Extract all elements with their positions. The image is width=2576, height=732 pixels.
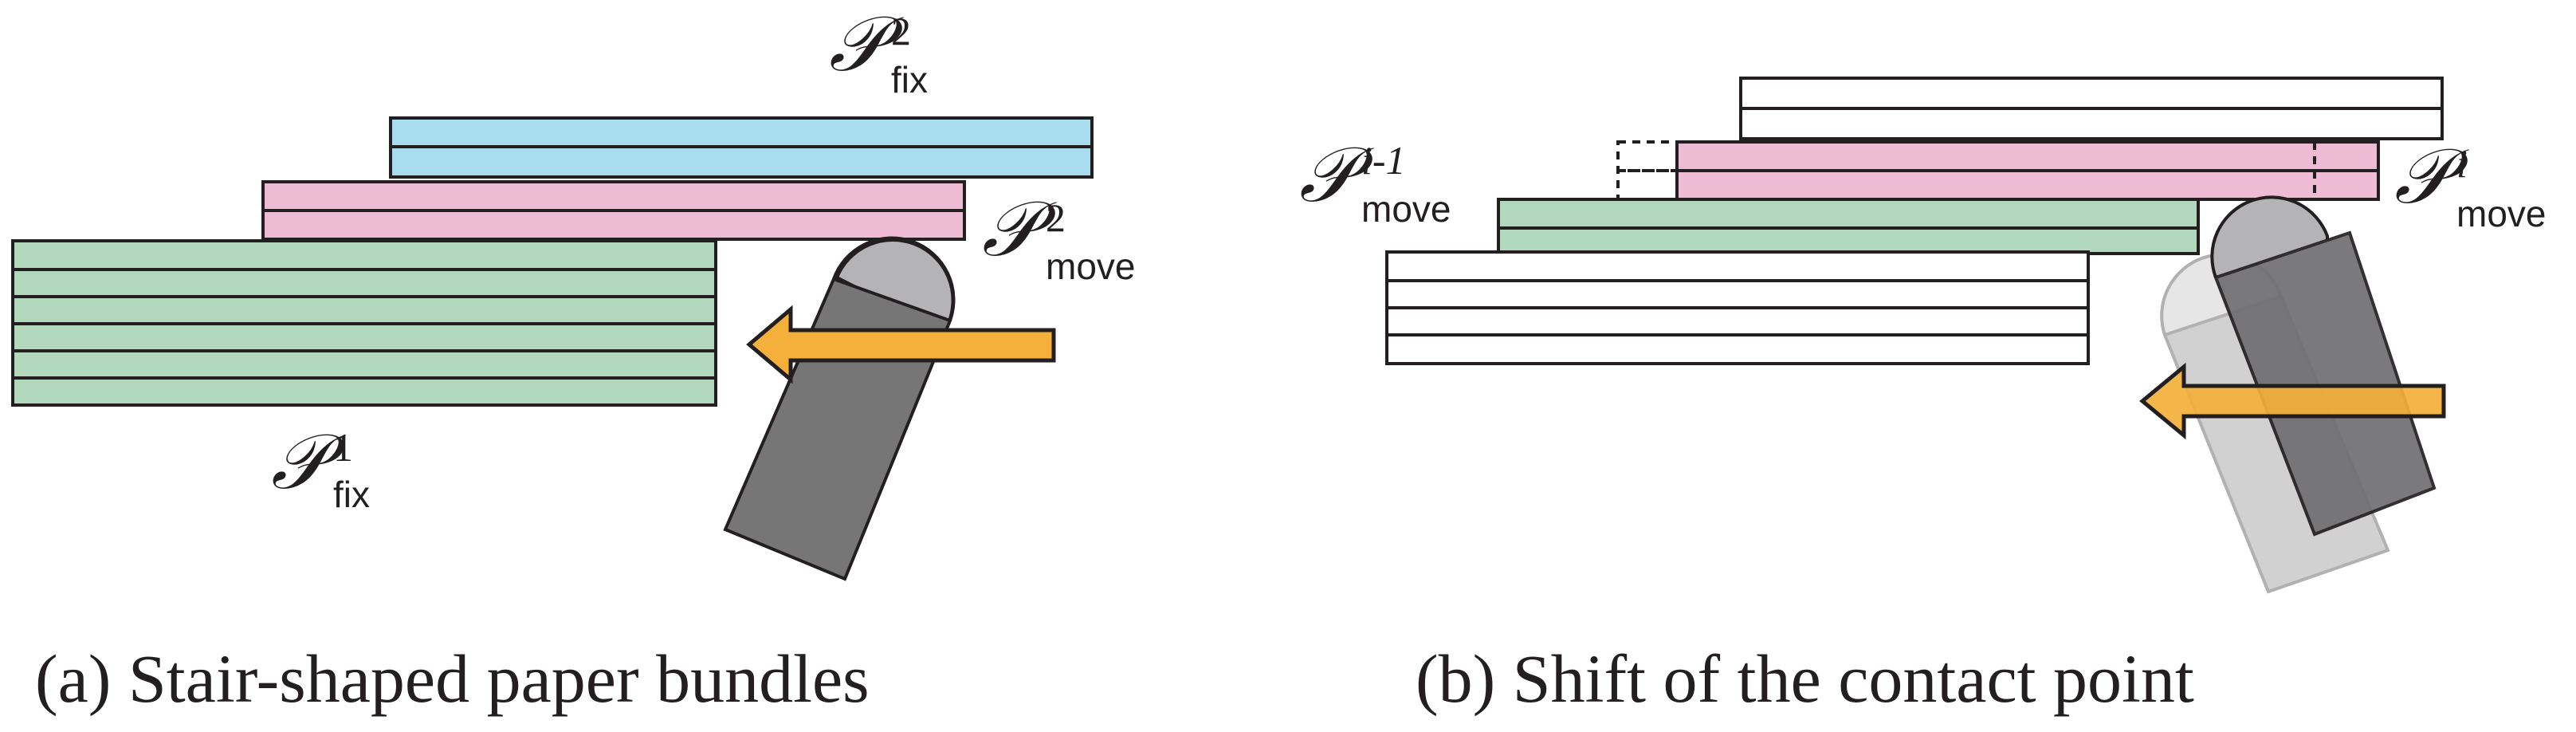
- finger-a-body: [723, 277, 952, 581]
- previous-position-dashed: [1616, 140, 1679, 201]
- label-fix2-sup: 2: [891, 9, 911, 53]
- label-move2: 𝒫 2 move: [982, 187, 1135, 287]
- sheet-pink-b-1: [1675, 140, 2380, 172]
- label-move-prev: 𝒫 i-1 move: [1299, 132, 1451, 230]
- bundle-white-bottom: [1385, 250, 2090, 365]
- label-fix2-sub: fix: [891, 59, 928, 100]
- sheet-green-5: [11, 349, 717, 380]
- sheet-green-4: [11, 322, 717, 352]
- sheet-white-top-2: [1739, 107, 2444, 140]
- sheet-green-6: [11, 376, 717, 407]
- sheet-white-top-1: [1739, 77, 2444, 110]
- finger-b-tip: [2210, 195, 2329, 278]
- label-fix1-sub: fix: [333, 474, 370, 515]
- panel-b: [1385, 77, 2446, 594]
- label-fix1-sup: 1: [333, 425, 353, 470]
- sheet-blue-2: [389, 145, 1094, 179]
- sheet-green-1: [11, 239, 717, 271]
- dashed-box-1: [1616, 140, 1679, 172]
- label-move-i-sup: i: [2456, 141, 2468, 186]
- sheet-pink-1: [261, 180, 966, 212]
- caption-a: (a) Stair-shaped paper bundles: [35, 640, 870, 717]
- sheet-green-2: [11, 268, 717, 298]
- bundle-move2: [261, 180, 966, 241]
- label-move2-sup: 2: [1046, 195, 1066, 240]
- sheet-white-bot-3: [1385, 306, 2090, 336]
- sheet-green-b-2: [1497, 226, 2200, 255]
- sheet-green-3: [11, 295, 717, 325]
- sheet-green-b-1: [1497, 198, 2200, 230]
- sheet-white-bot-1: [1385, 250, 2090, 282]
- sheet-white-bot-4: [1385, 333, 2090, 365]
- dashed-box-2: [1616, 169, 1679, 201]
- finger-b: [2210, 195, 2437, 537]
- sheet-white-bot-2: [1385, 279, 2090, 309]
- panel-a: [11, 116, 1094, 581]
- caption-b: (b) Shift of the contact point: [1416, 640, 2194, 717]
- sheet-pink-b-2: [1675, 169, 2380, 201]
- bundle-fix1: [11, 239, 717, 407]
- label-move2-sub: move: [1046, 246, 1135, 287]
- bundle-white-top: [1739, 77, 2444, 140]
- bundle-move-i: [1675, 140, 2380, 201]
- finger-a-tip-outline: [832, 236, 956, 321]
- label-move-i-sub: move: [2456, 193, 2546, 234]
- label-move-prev-sub: move: [1361, 188, 1451, 230]
- label-fix1: 𝒫 1 fix: [271, 419, 370, 515]
- bundle-fix2: [389, 116, 1094, 179]
- push-arrow-b: [2139, 362, 2446, 440]
- finger-b-body: [2213, 230, 2437, 537]
- sheet-pink-2: [261, 209, 966, 241]
- label-fix2: 𝒫 2 fix: [829, 2, 928, 100]
- label-move-prev-sup: i-1: [1361, 138, 1406, 183]
- bundle-move-prev: [1497, 198, 2200, 255]
- label-move-i: 𝒫 i move: [2394, 134, 2546, 234]
- finger-a: [723, 236, 956, 581]
- push-arrow-a: [746, 305, 1056, 384]
- sheet-blue-1: [389, 116, 1094, 148]
